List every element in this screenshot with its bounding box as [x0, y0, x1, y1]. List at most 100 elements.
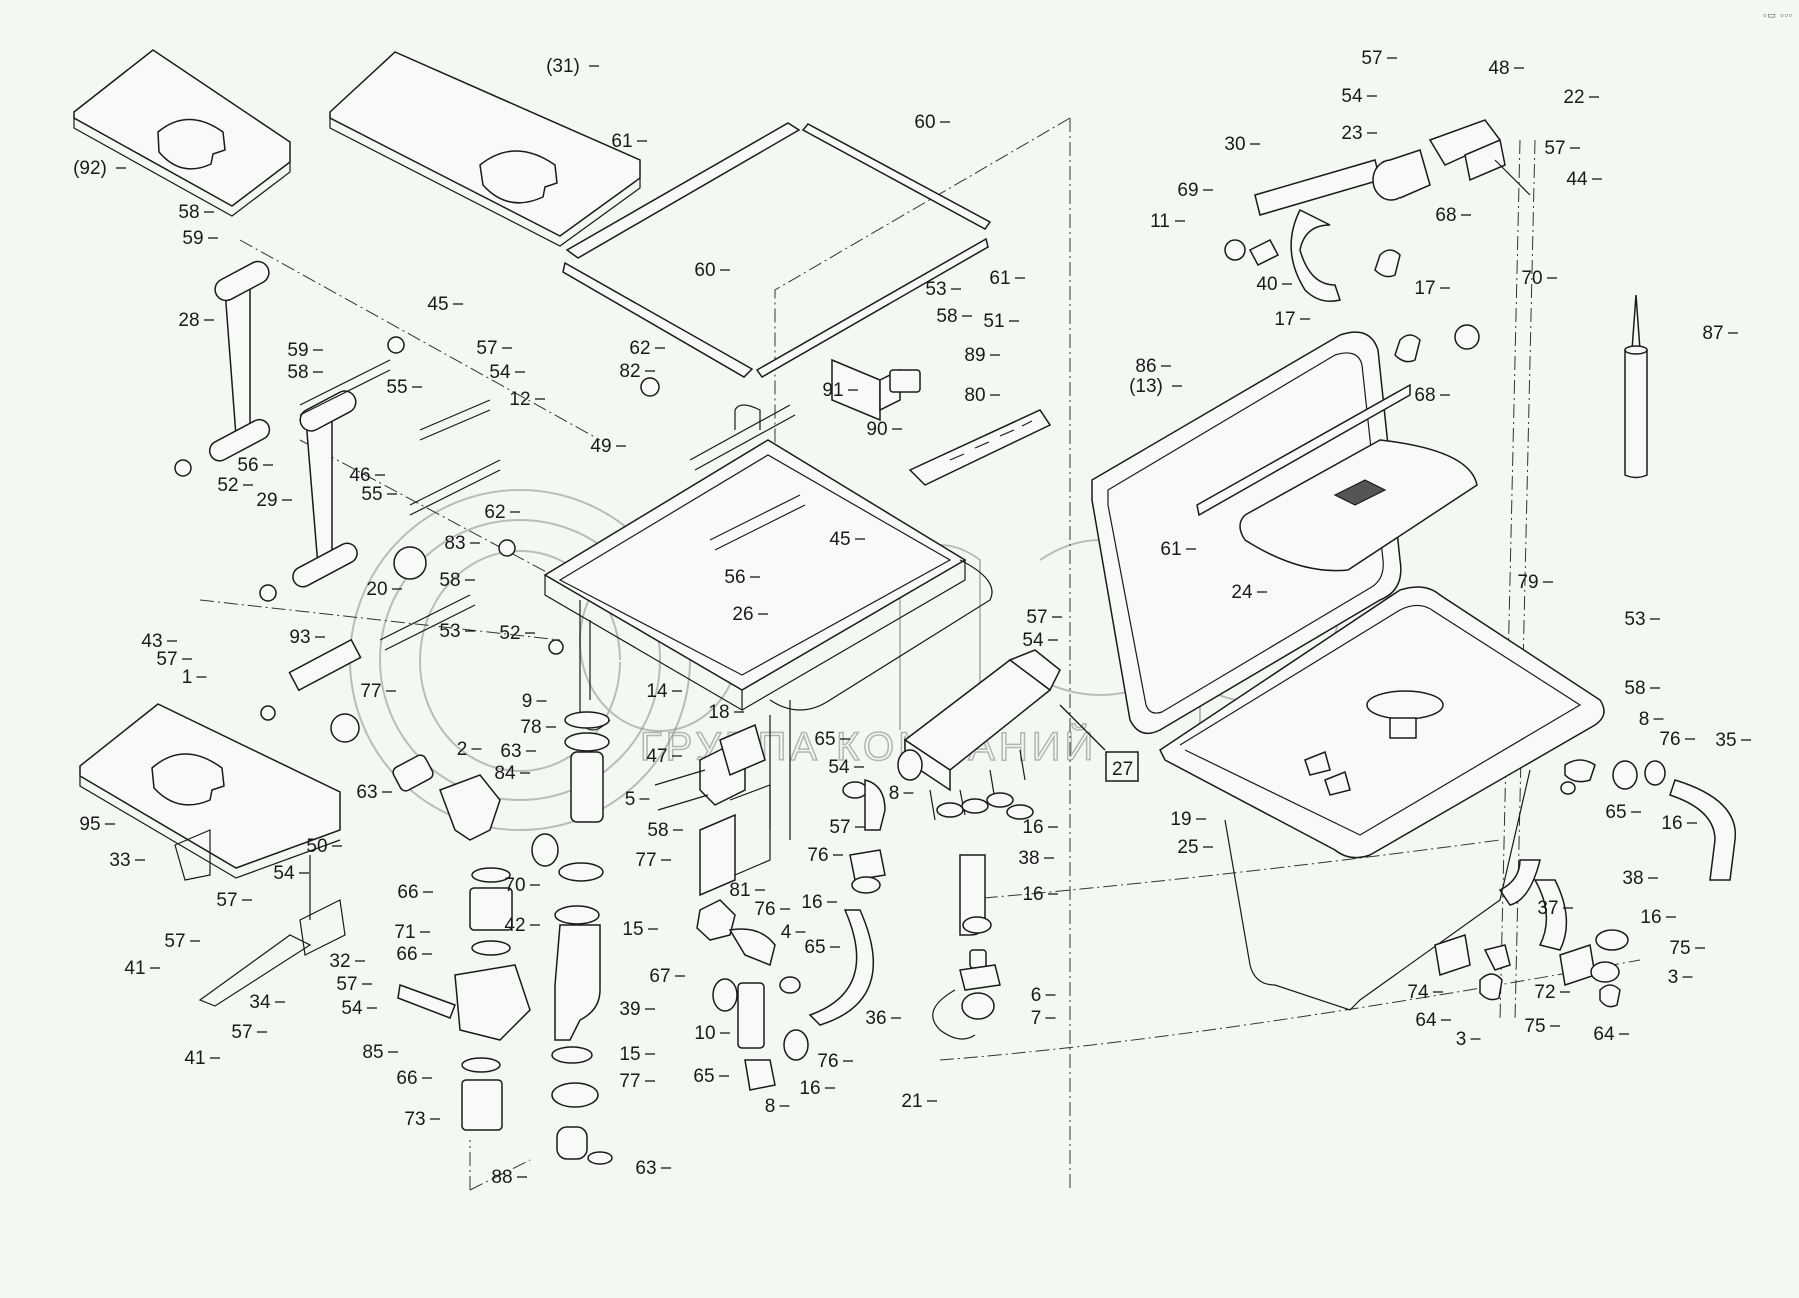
callout-label-c66b: 66 — [396, 944, 417, 965]
callout-label-c3b: 3 — [1456, 1029, 1467, 1050]
callout-label-c18: 18 — [708, 702, 729, 723]
callout-label-c57a: 57 — [476, 338, 497, 359]
watermark-ring-inner — [379, 519, 661, 801]
callout-label-c5: 5 — [625, 789, 636, 810]
callout-label-c56b: 56 — [724, 567, 745, 588]
callout-label-c55a: 55 — [386, 377, 407, 398]
callout-label-c39: 39 — [619, 999, 640, 1020]
callout-label-c60b: 60 — [694, 260, 715, 281]
callout-label-c50: 50 — [306, 836, 327, 857]
callout-label-c54f: 54 — [1341, 86, 1363, 107]
callout-label-c60a: 60 — [914, 112, 935, 133]
callout-label-c44: 44 — [1566, 169, 1588, 190]
callout-label-c29: 29 — [256, 490, 277, 511]
callout-label-c9: 9 — [522, 691, 533, 712]
callout-label-c58c: 58 — [936, 306, 957, 327]
callout-label-c66c: 66 — [396, 1068, 417, 1089]
callout-label-c37: 37 — [1537, 898, 1558, 919]
centerline-hoses — [939, 839, 1641, 1061]
callout-label-c26: 26 — [732, 604, 753, 625]
callout-label-c70b: 70 — [1521, 268, 1542, 289]
callout-label-c40: 40 — [1256, 274, 1277, 295]
callout-label-c63b: 63 — [356, 782, 377, 803]
callout-label-c73: 73 — [404, 1109, 425, 1130]
callout-label-c52b: 52 — [499, 623, 520, 644]
callout-label-c71: 71 — [394, 922, 415, 943]
lid-92 — [73, 49, 291, 217]
callout-label-c16f: 16 — [1640, 907, 1661, 928]
callout-label-c35: 35 — [1715, 730, 1736, 751]
callout-label-c56a: 56 — [237, 455, 258, 476]
callout-label-c16d: 16 — [799, 1078, 820, 1099]
callout-label-c84: 84 — [494, 763, 516, 784]
fittings-center — [696, 779, 886, 1091]
callout-label-c31: (31) — [546, 56, 580, 77]
callout-label-c45b: 45 — [829, 529, 850, 550]
callout-label-c68b: 68 — [1414, 385, 1435, 406]
callout-label-c78: 78 — [520, 717, 541, 738]
callout-label-c69: 69 — [1177, 180, 1198, 201]
callout-label-c42: 42 — [504, 915, 525, 936]
callout-27-label: 27 — [1112, 759, 1133, 780]
callout-label-c41a: 41 — [124, 958, 145, 979]
callout-label-c62a: 62 — [629, 338, 650, 359]
support-stands — [208, 260, 358, 588]
callout-label-c7: 7 — [1031, 1008, 1042, 1029]
callout-label-c30: 30 — [1224, 134, 1245, 155]
callout-label-c87: 87 — [1702, 323, 1723, 344]
callout-label-c2: 2 — [457, 739, 468, 760]
callout-label-c57f: 57 — [164, 931, 185, 952]
tank-lid-86 — [1091, 331, 1478, 735]
gasket-frames — [562, 122, 992, 378]
callout-label-c48: 48 — [1488, 58, 1509, 79]
callout-label-c55b: 55 — [361, 484, 382, 505]
callout-label-c22: 22 — [1563, 87, 1584, 108]
callout-label-c81: 81 — [729, 880, 750, 901]
assembly-centerlines — [199, 117, 1641, 1191]
callout-label-c24: 24 — [1231, 582, 1253, 603]
callout-label-c38a: 38 — [1018, 848, 1039, 869]
callout-label-c34: 34 — [249, 992, 271, 1013]
corner-mark: ▫▭ ▫▫▫ — [1763, 10, 1793, 20]
callout-label-c82: 82 — [619, 361, 640, 382]
callout-label-c89: 89 — [964, 345, 985, 366]
callout-label-c16e: 16 — [1661, 813, 1682, 834]
callout-label-c45a: 45 — [427, 294, 448, 315]
callout-label-c58d: 58 — [439, 570, 460, 591]
callout-label-c53a: 53 — [925, 279, 946, 300]
callout-label-c54a: 54 — [489, 362, 511, 383]
callout-label-c58f: 58 — [1624, 678, 1645, 699]
callout-label-c91: 91 — [822, 380, 843, 401]
callout-label-c61b: 61 — [989, 268, 1010, 289]
callout-label-c57j: 57 — [1544, 138, 1565, 159]
callout-label-c1: 1 — [182, 667, 193, 688]
bracket-91 — [831, 358, 921, 422]
callout-label-c65c: 65 — [693, 1066, 714, 1087]
callout-label-c6: 6 — [1031, 985, 1042, 1006]
callout-label-c88: 88 — [491, 1167, 512, 1188]
callout-label-c32: 32 — [329, 951, 350, 972]
callout-label-c59b: 59 — [287, 340, 308, 361]
callout-label-c15b: 15 — [619, 1044, 640, 1065]
callout-label-c53c: 53 — [1624, 609, 1645, 630]
callout-label-c77c: 77 — [619, 1071, 640, 1092]
callout-label-c57c: 57 — [1026, 607, 1047, 628]
bolts-and-springs — [174, 336, 806, 743]
callout-label-c54c: 54 — [828, 757, 850, 778]
callout-label-c75a: 75 — [1669, 938, 1690, 959]
callout-label-c63a: 63 — [500, 741, 521, 762]
callout-label-c49: 49 — [590, 436, 611, 457]
callout-label-c19: 19 — [1170, 809, 1191, 830]
callout-label-c16c: 16 — [1022, 884, 1043, 905]
callout-label-c72: 72 — [1534, 982, 1555, 1003]
callout-label-c58b: 58 — [287, 362, 308, 383]
frame-26 — [543, 404, 993, 840]
callout-label-c61a: 61 — [611, 131, 632, 152]
callout-label-c59a: 59 — [182, 228, 203, 249]
callout-label-c93: 93 — [289, 627, 310, 648]
callout-label-c86: 86 — [1135, 356, 1156, 377]
callout-label-c57h: 57 — [231, 1022, 252, 1043]
callout-label-c43: 43 — [141, 631, 162, 652]
callout-label-c57b: 57 — [156, 649, 177, 670]
